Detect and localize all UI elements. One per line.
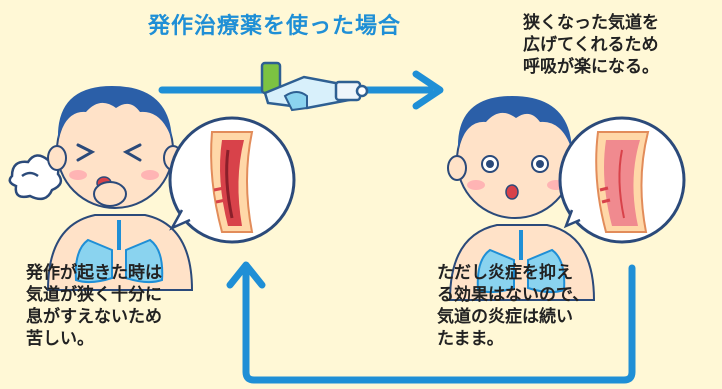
widened-airway-zoom (558, 116, 686, 244)
right-lungs-icon (476, 230, 566, 294)
relief-note: 狭くなった気道を 広げてくれるため 呼吸が楽になる。 (523, 12, 718, 78)
inflammation-note-line: る効果はないので、 (437, 285, 590, 306)
right-zoom-tail (563, 209, 581, 229)
inflammation-note-line: 気道の炎症は続い (437, 307, 573, 328)
left-lungs-icon (74, 220, 164, 284)
relief-note-line: 狭くなった気道を (523, 13, 659, 33)
inflammation-note-line: たまま。 (437, 329, 504, 350)
attack-note-line: 苦しい。 (26, 329, 94, 350)
left-zoom-tail (169, 209, 191, 231)
attack-note: 発作が起きた時は 気道が狭く十分に 息がすえないため 苦しい。 (26, 262, 226, 350)
return-arrow (226, 261, 636, 384)
attack-note-line: 発作が起きた時は (26, 263, 162, 283)
inhaler-icon (260, 61, 369, 112)
inflamed-airway-zoom (168, 116, 296, 244)
relieved-child (447, 96, 596, 301)
relief-note-line: 呼吸が楽になる。 (523, 57, 659, 78)
relief-note-line: 広げてくれるため (523, 35, 659, 56)
page-title: 発作治療薬を使った場合 (148, 14, 402, 39)
inflammation-note-line: ただし炎症を抑え (437, 263, 573, 283)
cough-puff-icon (8, 154, 63, 201)
attack-note-line: 気道が狭く十分に (26, 285, 162, 306)
inflammation-note: ただし炎症を抑え る効果はないので、 気道の炎症は続い たまま。 (437, 262, 617, 350)
attack-note-line: 息がすえないため (26, 307, 162, 328)
